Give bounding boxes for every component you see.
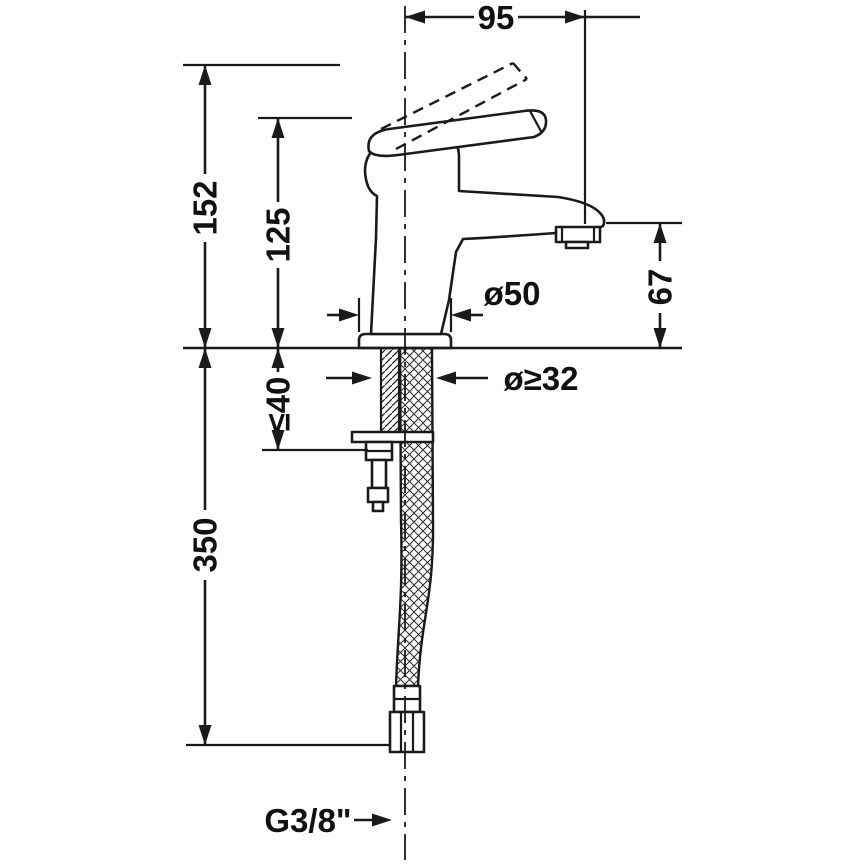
- arrow-left-icon: [436, 371, 456, 385]
- dim-label-spout-reach: 95: [478, 0, 515, 36]
- threaded-shank-thread: [379, 346, 401, 436]
- below-deck-assembly: [350, 346, 435, 754]
- arrow-up-icon: [198, 65, 212, 85]
- dim-hole-diameter: ø≥32: [326, 360, 578, 397]
- arrow-up-icon: [271, 118, 285, 138]
- body-and-spout: [363, 131, 606, 336]
- dim-body-height: 125: [260, 118, 297, 348]
- dim-label-hole-diameter: ø≥32: [504, 360, 579, 397]
- dim-deck-thickness: ≤40: [260, 348, 297, 450]
- arrow-right-icon: [339, 308, 359, 322]
- lever-raised-tip: [512, 62, 528, 80]
- dim-label-spout-height: 67: [642, 269, 679, 306]
- arrow-down-icon: [271, 328, 285, 348]
- dim-label-hose-length: 350: [187, 517, 224, 572]
- dim-label-overall-height: 152: [187, 180, 224, 235]
- dim-label-connection-thread: G3/8": [264, 802, 351, 839]
- arrow-up-icon: [198, 348, 212, 368]
- lever-raised-top: [380, 61, 514, 131]
- arrow-right-icon: [372, 813, 392, 827]
- dim-spout-height: 67: [642, 223, 679, 348]
- arrow-down-icon: [271, 430, 285, 450]
- arrow-down-icon: [198, 725, 212, 745]
- dim-label-body-height: 125: [260, 207, 297, 262]
- dim-label-base-diameter: ø50: [484, 275, 541, 312]
- hose-connection-nut: [388, 710, 426, 754]
- lever-raised-bottom: [395, 77, 528, 151]
- stud-clip-tip: [371, 500, 385, 513]
- arrow-right-icon: [352, 371, 372, 385]
- arrow-up-icon: [653, 223, 667, 243]
- arrow-left-icon: [451, 308, 471, 322]
- dim-spout-reach: 95: [405, 0, 640, 36]
- lever-handle: [367, 109, 548, 158]
- fixing-stud: [370, 458, 388, 490]
- aerator-lip: [564, 240, 590, 250]
- arrow-down-icon: [653, 328, 667, 348]
- supply-hose-braid: [394, 346, 435, 688]
- arrow-right-icon: [565, 10, 585, 24]
- stud-clip: [366, 486, 390, 504]
- mounting-washer: [350, 430, 435, 444]
- arrow-up-icon: [271, 348, 285, 368]
- lever-tip-line: [529, 110, 543, 134]
- dim-overall-height: 152: [187, 65, 224, 348]
- dim-base-diameter: ø50: [327, 275, 540, 322]
- dim-hose-length: 350: [187, 348, 224, 745]
- arrow-left-icon: [405, 10, 425, 24]
- dim-connection-thread: G3/8": [264, 802, 392, 839]
- arrow-down-icon: [198, 328, 212, 348]
- faucet-body-group: [357, 61, 606, 350]
- dim-label-deck-thickness: ≤40: [260, 377, 297, 432]
